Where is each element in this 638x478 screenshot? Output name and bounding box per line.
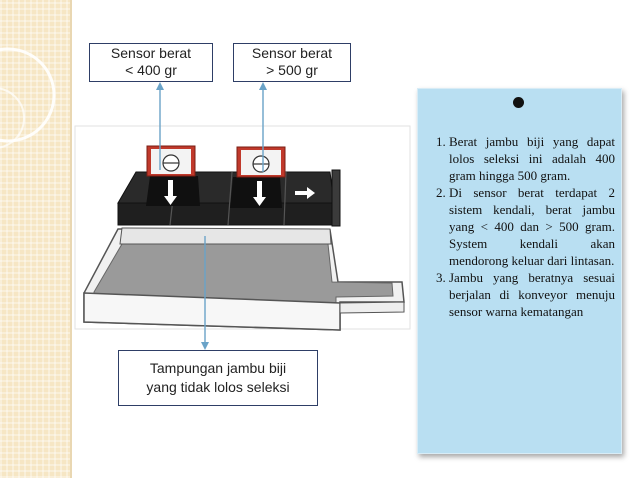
conveyor-front: [117, 202, 335, 226]
label-reject-bin-line1: Tampungan jambu biji: [149, 360, 287, 376]
tray-side-lip: [339, 301, 405, 314]
pusher-plate-high: [230, 177, 282, 208]
label-sensor-high-line1: Sensor berat: [251, 45, 333, 61]
bullet-dot: [513, 97, 524, 108]
tray-back-rim: [119, 227, 332, 245]
info-list: Berat jambu biji yang dapat lolos seleks…: [418, 133, 623, 320]
strip-divider: [70, 0, 72, 478]
weight-sensor-high-unit: [236, 146, 286, 178]
push-arrow-low: [164, 180, 177, 205]
info-point-2: Di sensor berat terdapat 2 sistem kendal…: [449, 184, 615, 269]
label-sensor-high: Sensor berat > 500 gr: [233, 43, 351, 82]
label-reject-bin: Tampungan jambu biji yang tidak lolos se…: [118, 350, 318, 406]
info-point-3: Jambu yang beratnya sesuai berjalan di k…: [449, 269, 615, 320]
label-sensor-high-line2: > 500 gr: [266, 62, 318, 78]
conveyor-end-cap: [331, 169, 341, 227]
leader-arrow-reject-bin: [201, 236, 209, 350]
info-panel: Berat jambu biji yang dapat lolos seleks…: [417, 88, 622, 454]
label-sensor-low-line2: < 400 gr: [125, 62, 177, 78]
decorative-side-strip: [0, 0, 70, 478]
conveyor-direction-arrow: [295, 187, 315, 199]
label-sensor-low-line1: Sensor berat: [110, 45, 192, 61]
info-point-1: Berat jambu biji yang dapat lolos seleks…: [449, 133, 615, 184]
leader-arrow-sensor-low: [156, 82, 164, 170]
leader-arrow-sensor-high: [259, 82, 267, 172]
label-reject-bin-line2: yang tidak lolos seleksi: [146, 379, 290, 395]
push-arrow-high: [253, 181, 266, 206]
weight-sensor-low-unit: [146, 145, 196, 177]
decorative-circles: [0, 47, 56, 149]
label-sensor-low: Sensor berat < 400 gr: [89, 43, 213, 82]
tray-front-lip: [83, 292, 341, 331]
